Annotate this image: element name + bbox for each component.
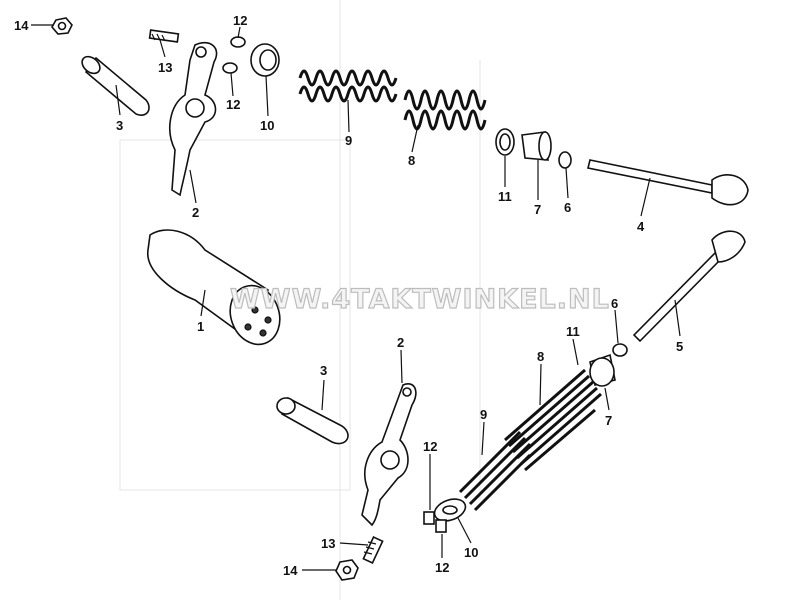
cotter-12-lower [423, 511, 447, 533]
ring-6-upper [558, 151, 572, 169]
background-bleed [119, 0, 481, 600]
callout-6: 6 [611, 296, 618, 311]
callout-8: 8 [537, 349, 544, 364]
nut-14-upper [51, 17, 73, 35]
cotter-12-upper [222, 36, 246, 74]
callout-9: 9 [480, 407, 487, 422]
callout-14: 14 [14, 18, 29, 33]
valve-4-exhaust [587, 159, 749, 206]
callout-11: 11 [566, 324, 580, 339]
callout-6: 6 [564, 200, 571, 215]
shaft-3-lower [276, 396, 349, 445]
seal-7-upper [521, 131, 552, 161]
spring-8-upper [403, 89, 487, 131]
rocker-arm-2-upper [169, 41, 218, 197]
callout-3: 3 [116, 118, 123, 133]
callout-1: 1 [197, 319, 204, 334]
callout-5: 5 [676, 339, 683, 354]
callout-9: 9 [345, 133, 352, 148]
spring-9-upper [298, 69, 398, 103]
nut-14-lower [335, 559, 359, 581]
callout-4: 4 [637, 219, 645, 234]
camshaft-1 [147, 229, 281, 346]
shaft-3-upper [81, 55, 150, 116]
callout-3: 3 [320, 363, 327, 378]
leader-lines [31, 24, 681, 571]
callout-14: 14 [283, 563, 298, 578]
spring-9-lower [458, 430, 532, 512]
callout-labels: 14 13 12 12 10 9 8 3 2 11 7 6 4 1 6 11 5… [14, 13, 683, 578]
rocker-arm-2-lower [361, 383, 417, 527]
callout-2: 2 [397, 335, 404, 350]
callout-10: 10 [464, 545, 478, 560]
retainer-10-upper [250, 43, 280, 77]
stud-13-lower [362, 535, 384, 565]
retainer-10-lower [433, 498, 467, 522]
ring-6-lower [612, 343, 628, 357]
callout-12: 12 [423, 439, 437, 454]
callout-12: 12 [226, 97, 240, 112]
callout-11: 11 [498, 189, 512, 204]
callout-13: 13 [158, 60, 172, 75]
callout-10: 10 [260, 118, 274, 133]
callout-7: 7 [605, 413, 612, 428]
callout-8: 8 [408, 153, 415, 168]
valve-5-intake [632, 230, 746, 343]
spring-8-lower [504, 368, 602, 472]
seat-11-upper [495, 128, 515, 156]
callout-13: 13 [321, 536, 335, 551]
callout-2: 2 [192, 205, 199, 220]
callout-7: 7 [534, 202, 541, 217]
stud-13-upper [148, 29, 180, 43]
seal-7-lower [589, 353, 616, 387]
watermark: WWW.4TAKTWINKEL.NL [230, 284, 610, 315]
callout-12: 12 [233, 13, 247, 28]
callout-12: 12 [435, 560, 449, 575]
